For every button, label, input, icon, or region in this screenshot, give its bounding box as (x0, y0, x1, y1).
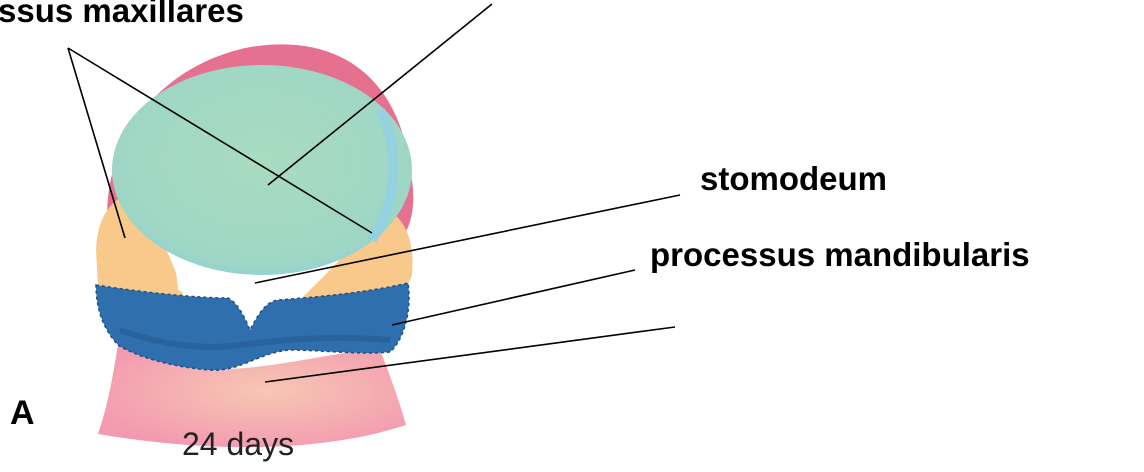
label-stomodeum: stomodeum (700, 162, 887, 195)
panel-letter: A (10, 396, 35, 430)
label-processus-maxillares: ssus maxillares (0, 0, 244, 27)
label-processus-mandibularis: processus mandibularis (650, 238, 1030, 271)
leader-maxillares-left (68, 48, 125, 238)
age-caption: 24 days (182, 428, 294, 460)
frontonasal-prominence (112, 65, 412, 275)
leader-mandibularis (392, 270, 635, 325)
